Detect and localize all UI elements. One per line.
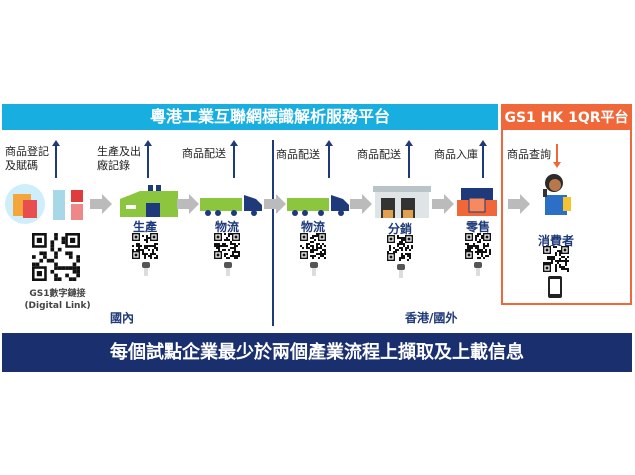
flow-arrow-icon xyxy=(508,194,530,214)
footer-banner: 每個試點企業最少於兩個產業流程上擷取及上載信息 xyxy=(2,333,632,372)
barcode-scanner-icon xyxy=(474,262,482,276)
barcode-scanner-icon xyxy=(224,262,232,276)
step-label-warehousing: 商品入庫 xyxy=(434,148,478,161)
stage-production: 生產 xyxy=(132,220,157,234)
qr-code-icon xyxy=(387,235,413,261)
upload-arrow-icon xyxy=(405,140,413,178)
query-arrow-icon xyxy=(556,144,558,164)
upload-arrow-icon xyxy=(230,140,238,178)
step-label-delivery: 商品配送 xyxy=(276,148,320,161)
gs1-platform-box: GS1 HK 1QR平台 xyxy=(501,104,632,305)
step-label-query: 商品查詢 xyxy=(507,148,551,161)
consumer-icon xyxy=(543,174,571,215)
upload-arrow-icon xyxy=(325,140,333,178)
factory-icon xyxy=(120,185,178,217)
flow-arrow-icon xyxy=(350,194,372,214)
qr-code-icon xyxy=(465,233,491,259)
warehouse-icon xyxy=(373,186,431,218)
stage-distribution: 分銷 xyxy=(387,222,412,236)
flow-arrow-icon xyxy=(90,194,112,214)
barcode-scanner-icon xyxy=(310,262,318,276)
barcode-scanner-icon xyxy=(397,264,405,278)
flow-arrow-icon xyxy=(264,194,286,214)
qr-code-icon xyxy=(32,233,80,281)
stage-consumer: 消費者 xyxy=(537,234,574,248)
stage-logistics: 物流 xyxy=(214,220,239,234)
step-label-delivery: 商品配送 xyxy=(182,147,226,160)
products-icon xyxy=(5,184,83,224)
flow-arrow-icon xyxy=(432,194,454,214)
digital-link-line1: GS1數字鏈接 xyxy=(29,289,86,299)
stage-retail: 零售 xyxy=(465,220,490,234)
flow-arrow-icon xyxy=(177,194,199,214)
digital-link-line2: (Digital Link) xyxy=(24,301,91,311)
truck-icon xyxy=(200,195,262,216)
step-label-delivery: 商品配送 xyxy=(357,148,401,161)
region-overseas: 香港/國外 xyxy=(405,311,458,325)
qr-code-icon xyxy=(543,246,569,272)
upload-arrow-icon xyxy=(52,140,60,178)
stage-logistics: 物流 xyxy=(300,220,325,234)
region-divider xyxy=(272,140,274,326)
upload-arrow-icon xyxy=(144,140,152,178)
step-label-production: 生產及出 廠記錄 xyxy=(97,145,141,172)
digital-link-label: GS1數字鏈接 (Digital Link) xyxy=(20,288,95,312)
upload-arrow-icon xyxy=(479,140,487,178)
truck-icon xyxy=(287,195,349,216)
qr-code-icon xyxy=(214,233,240,259)
gs1-platform-title: GS1 HK 1QR平台 xyxy=(503,106,630,130)
barcode-scanner-icon xyxy=(142,262,150,276)
retail-store-icon xyxy=(457,188,497,216)
region-domestic: 國內 xyxy=(110,311,135,325)
step-label-registration: 商品登記 及賦碼 xyxy=(5,145,49,172)
smartphone-icon xyxy=(548,276,562,298)
qr-code-icon xyxy=(132,233,158,259)
query-arrowhead-icon xyxy=(553,162,561,168)
platform-banner: 粵港工業互聯網標識解析服務平台 xyxy=(2,104,498,130)
qr-code-icon xyxy=(300,233,326,259)
